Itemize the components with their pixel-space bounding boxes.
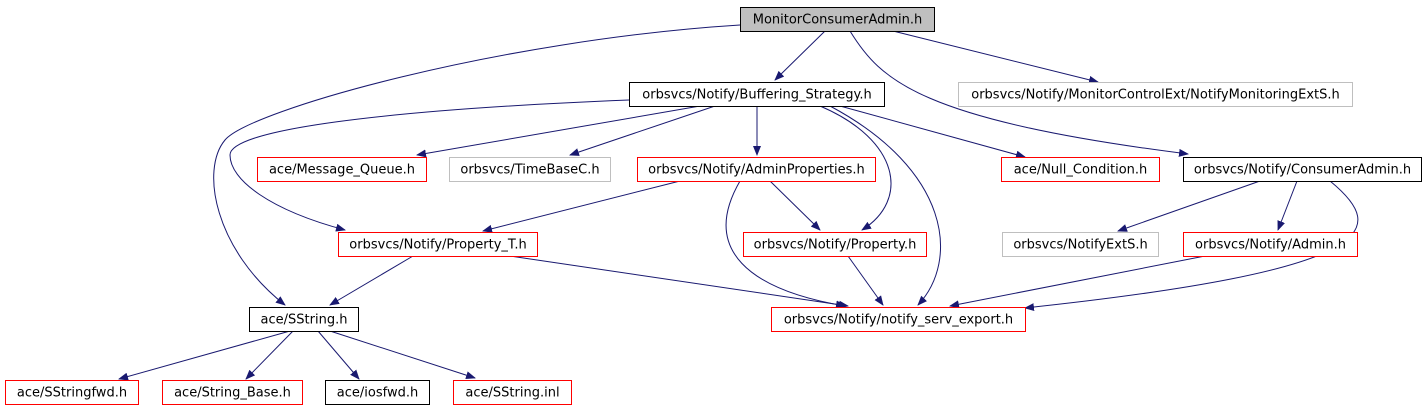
edge-buffering-to-property xyxy=(819,105,892,231)
node-sstringinl[interactable]: ace/SString.inl xyxy=(453,380,572,405)
node-admin[interactable]: orbsvcs/Notify/Admin.h xyxy=(1183,232,1358,257)
node-label-msgqueue: ace/Message_Queue.h xyxy=(269,163,415,178)
node-label-consumeradmin: orbsvcs/Notify/ConsumerAdmin.h xyxy=(1194,163,1411,178)
edge-buffering-to-nullcond xyxy=(839,105,1026,159)
edge-adminprops-to-servexport xyxy=(725,180,846,309)
node-label-propertyt: orbsvcs/Notify/Property_T.h xyxy=(349,238,526,253)
node-box-servexport xyxy=(771,307,1026,332)
node-box-property xyxy=(743,232,927,257)
node-label-admin: orbsvcs/Notify/Admin.h xyxy=(1195,238,1346,253)
node-label-servexport: orbsvcs/Notify/notify_serv_export.h xyxy=(784,313,1013,328)
node-monitorext: orbsvcs/Notify/MonitorControlExt/NotifyM… xyxy=(958,82,1353,107)
edge-admin-to-servexport xyxy=(949,255,1206,309)
node-box-sstringfwd xyxy=(5,380,139,405)
node-box-sstring xyxy=(249,307,359,332)
node-box-msgqueue xyxy=(257,157,427,182)
node-stringbase[interactable]: ace/String_Base.h xyxy=(162,380,303,405)
node-box-stringbase xyxy=(162,380,303,405)
edge-property-to-servexport xyxy=(847,255,884,306)
node-label-root: MonitorConsumerAdmin.h xyxy=(753,13,923,28)
node-propertyt[interactable]: orbsvcs/Notify/Property_T.h xyxy=(338,232,538,257)
node-msgqueue[interactable]: ace/Message_Queue.h xyxy=(257,157,427,182)
edge-propertyt-to-sstring xyxy=(329,255,414,306)
node-label-sstring: ace/SString.h xyxy=(261,313,348,328)
node-label-sstringinl: ace/SString.inl xyxy=(465,386,559,401)
node-nullcond[interactable]: ace/Null_Condition.h xyxy=(1001,157,1160,182)
node-label-monitorext: orbsvcs/Notify/MonitorControlExt/NotifyM… xyxy=(971,88,1340,103)
node-buffering[interactable]: orbsvcs/Notify/Buffering_Strategy.h xyxy=(629,82,885,107)
node-label-notifyexts: orbsvcs/NotifyExtS.h xyxy=(1013,238,1147,253)
node-sstringfwd[interactable]: ace/SStringfwd.h xyxy=(5,380,139,405)
edge-sstring-to-iosfwd xyxy=(317,330,360,380)
node-label-adminprops: orbsvcs/Notify/AdminProperties.h xyxy=(648,163,865,178)
edge-buffering-to-timebase xyxy=(569,105,716,156)
nodes-layer: MonitorConsumerAdmin.h orbsvcs/Notify/Buf… xyxy=(5,7,1422,405)
edge-root-to-consumeradmin xyxy=(849,30,1189,157)
node-box-monitorext xyxy=(958,82,1353,107)
node-servexport[interactable]: orbsvcs/Notify/notify_serv_export.h xyxy=(771,307,1026,332)
node-label-nullcond: ace/Null_Condition.h xyxy=(1014,163,1148,178)
node-root: MonitorConsumerAdmin.h xyxy=(740,7,935,32)
node-property[interactable]: orbsvcs/Notify/Property.h xyxy=(743,232,927,257)
node-box-buffering xyxy=(629,82,885,107)
node-timebase: orbsvcs/TimeBaseC.h xyxy=(449,157,611,182)
edge-buffering-to-propertyt xyxy=(229,99,630,232)
node-box-nullcond xyxy=(1001,157,1160,182)
node-box-adminprops xyxy=(637,157,876,182)
node-box-propertyt xyxy=(338,232,538,257)
node-consumeradmin[interactable]: orbsvcs/Notify/ConsumerAdmin.h xyxy=(1183,157,1422,182)
node-box-iosfwd xyxy=(325,380,430,405)
edge-consumeradmin-to-admin xyxy=(1277,180,1298,231)
node-sstring[interactable]: ace/SString.h xyxy=(249,307,359,332)
edge-adminprops-to-propertyt xyxy=(482,180,681,233)
node-notifyexts: orbsvcs/NotifyExtS.h xyxy=(1002,232,1159,257)
edge-consumeradmin-to-notifyexts xyxy=(1117,180,1261,232)
edge-root-to-buffering xyxy=(774,30,826,81)
node-iosfwd[interactable]: ace/iosfwd.h xyxy=(325,380,430,405)
node-box-notifyexts xyxy=(1002,232,1159,257)
edge-sstring-to-stringbase xyxy=(245,330,294,380)
node-label-buffering: orbsvcs/Notify/Buffering_Strategy.h xyxy=(642,88,871,103)
edge-sstring-to-sstringinl xyxy=(329,330,476,380)
edge-root-to-sstring xyxy=(213,24,741,306)
node-label-timebase: orbsvcs/TimeBaseC.h xyxy=(460,163,599,178)
node-box-timebase xyxy=(449,157,611,182)
node-label-iosfwd: ace/iosfwd.h xyxy=(337,386,418,401)
edge-buffering-to-servexport xyxy=(829,105,941,306)
edge-buffering-to-msgqueue xyxy=(416,105,701,158)
edge-propertyt-to-servexport xyxy=(509,255,849,309)
edge-root-to-monitorext xyxy=(892,30,1099,84)
node-box-admin xyxy=(1183,232,1358,257)
edge-adminprops-to-property xyxy=(769,180,821,231)
node-box-consumeradmin xyxy=(1183,157,1422,182)
node-adminprops[interactable]: orbsvcs/Notify/AdminProperties.h xyxy=(637,157,876,182)
node-label-stringbase: ace/String_Base.h xyxy=(174,386,291,401)
edge-sstring-to-sstringfwd xyxy=(118,330,291,381)
node-box-sstringinl xyxy=(453,380,572,405)
node-label-sstringfwd: ace/SStringfwd.h xyxy=(17,386,127,401)
node-box-root xyxy=(740,7,935,32)
node-label-property: orbsvcs/Notify/Property.h xyxy=(754,238,917,253)
